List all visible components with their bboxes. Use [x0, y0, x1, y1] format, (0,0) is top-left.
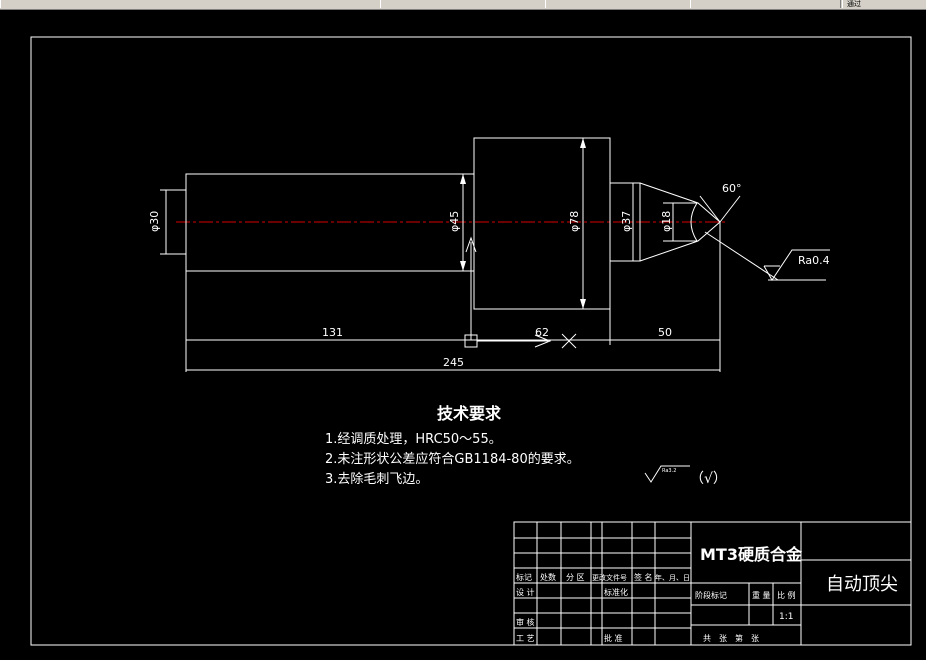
title-block: 标记 处数 分 区 更改文件号 签 名 年、月、日 设 计 标准化 审 核 工 …	[513, 521, 912, 646]
tb-stage: 阶段标记	[695, 590, 727, 600]
toolbar: 通过	[0, 0, 926, 10]
dim-d37: φ37	[620, 183, 634, 261]
dim-lengths: 131 62 50 245	[185, 222, 721, 372]
tb-ratio: 比 例	[777, 590, 796, 600]
requirements-title: 技术要求	[437, 404, 502, 423]
tb-part-name: 自动顶尖	[826, 574, 898, 595]
roughness-note-small: Ra3.2	[662, 468, 676, 474]
tb-total: 共 张 第 张	[703, 633, 759, 643]
tb-docno: 更改文件号	[592, 573, 627, 582]
toolbar-tab-5[interactable]: 通过	[842, 0, 926, 8]
toolbar-tab-1[interactable]	[0, 0, 381, 8]
tb-standard: 标准化	[604, 587, 628, 597]
ucs-icon	[464, 236, 577, 349]
toolbar-tab-3[interactable]	[545, 0, 691, 8]
toolbar-tab-2[interactable]	[380, 0, 546, 8]
tb-mark: 标记	[516, 572, 532, 582]
dim-131-label: 131	[322, 326, 343, 339]
tb-sign: 签 名	[634, 572, 653, 582]
tb-material: MT3硬质合金	[700, 545, 803, 564]
dim-245-label: 245	[443, 356, 464, 369]
tb-scale: 1:1	[779, 612, 793, 622]
tb-approve: 批 准	[604, 633, 623, 643]
tb-weight: 重 量	[752, 590, 771, 600]
dim-angle-label: 60°	[722, 182, 742, 195]
dim-62-label: 62	[535, 326, 549, 339]
roughness-note-paren: （√）	[690, 471, 727, 487]
tb-zone: 分 区	[566, 573, 585, 582]
dim-d18-label: φ18	[660, 211, 673, 232]
dim-d78: φ78	[568, 138, 586, 309]
dim-d37-label: φ37	[620, 211, 633, 232]
dim-d30: φ30	[148, 189, 186, 255]
roughness-note: Ra3.2 （√）	[644, 465, 727, 487]
dim-d78-label: φ78	[568, 211, 581, 232]
dim-d30-label: φ30	[148, 211, 161, 232]
tb-design: 设 计	[516, 587, 535, 597]
roughness-label: Ra0.4	[798, 254, 830, 267]
dim-d45-label: φ45	[448, 211, 461, 232]
requirement-1: 1.经调质处理，HRC50～55。	[325, 432, 502, 447]
roughness-mark: Ra0.4	[704, 231, 830, 281]
dim-d18: φ18	[660, 202, 698, 242]
tb-review: 审 核	[516, 617, 535, 627]
requirement-3: 3.去除毛刺飞边。	[325, 472, 428, 487]
tb-date: 年、月、日	[655, 573, 690, 582]
toolbar-tab-4[interactable]	[690, 0, 841, 8]
requirement-2: 2.未注形状公差应符合GB1184-80的要求。	[325, 451, 580, 467]
neck	[609, 182, 641, 262]
dim-50-label: 50	[658, 326, 672, 339]
dim-d45: φ45	[448, 174, 466, 271]
drawing-canvas[interactable]: φ30 φ45 φ78 φ37 φ18 60°	[0, 10, 926, 660]
tb-process: 工 艺	[516, 634, 535, 643]
collar	[473, 137, 611, 310]
drawing-frame	[30, 36, 912, 646]
tb-count: 处数	[540, 572, 556, 582]
dim-angle: 60°	[690, 182, 742, 242]
